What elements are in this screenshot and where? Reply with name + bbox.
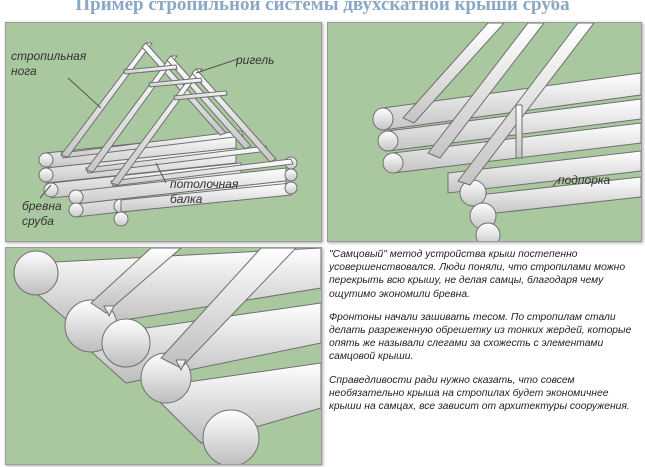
label-prop: подпорка bbox=[558, 173, 610, 188]
label-ceiling-beam-text: потолочная балка bbox=[170, 177, 239, 206]
leader-rafter-leg bbox=[67, 77, 102, 109]
rafter-system-illustration: стропильная нога ригель потолочная балка… bbox=[5, 22, 322, 242]
leader-ceiling-beam bbox=[155, 162, 167, 184]
label-collar-beam: ригель bbox=[236, 53, 274, 68]
label-log-house-text: бревна сруба bbox=[22, 199, 62, 228]
rafter-joint-drawing bbox=[6, 248, 321, 464]
rafter-prop-drawing bbox=[328, 23, 641, 241]
paragraph-1: "Самцовый" метод устройства крыш постепе… bbox=[329, 249, 626, 300]
label-rafter-leg: стропильная нога bbox=[11, 49, 86, 79]
collar-beams bbox=[123, 64, 228, 101]
label-log-house: бревна сруба bbox=[22, 199, 62, 229]
label-prop-text: подпорка bbox=[558, 173, 611, 187]
paragraph-3: Справедливости ради нужно сказать, что с… bbox=[329, 374, 630, 413]
leader-log-house bbox=[39, 184, 52, 199]
label-rafter-leg-text: стропильная нога bbox=[11, 49, 87, 78]
leader-prop bbox=[552, 177, 561, 187]
rafter-joint-illustration bbox=[5, 247, 322, 465]
rafter-prop-illustration: подпорка bbox=[327, 22, 642, 242]
leader-collar-beam bbox=[195, 58, 239, 74]
description-text-block: "Самцовый" метод устройства крыш постепе… bbox=[329, 248, 639, 463]
prop-post bbox=[515, 104, 523, 159]
label-collar-beam-text: ригель bbox=[236, 53, 275, 67]
paragraph-2: Фронтоны начали зашивать тесом. По строп… bbox=[329, 311, 632, 363]
page-title: Пример стропильной системы двухскатной к… bbox=[75, 0, 570, 15]
rafter-system-drawing bbox=[6, 23, 321, 241]
label-ceiling-beam: потолочная балка bbox=[170, 177, 238, 207]
